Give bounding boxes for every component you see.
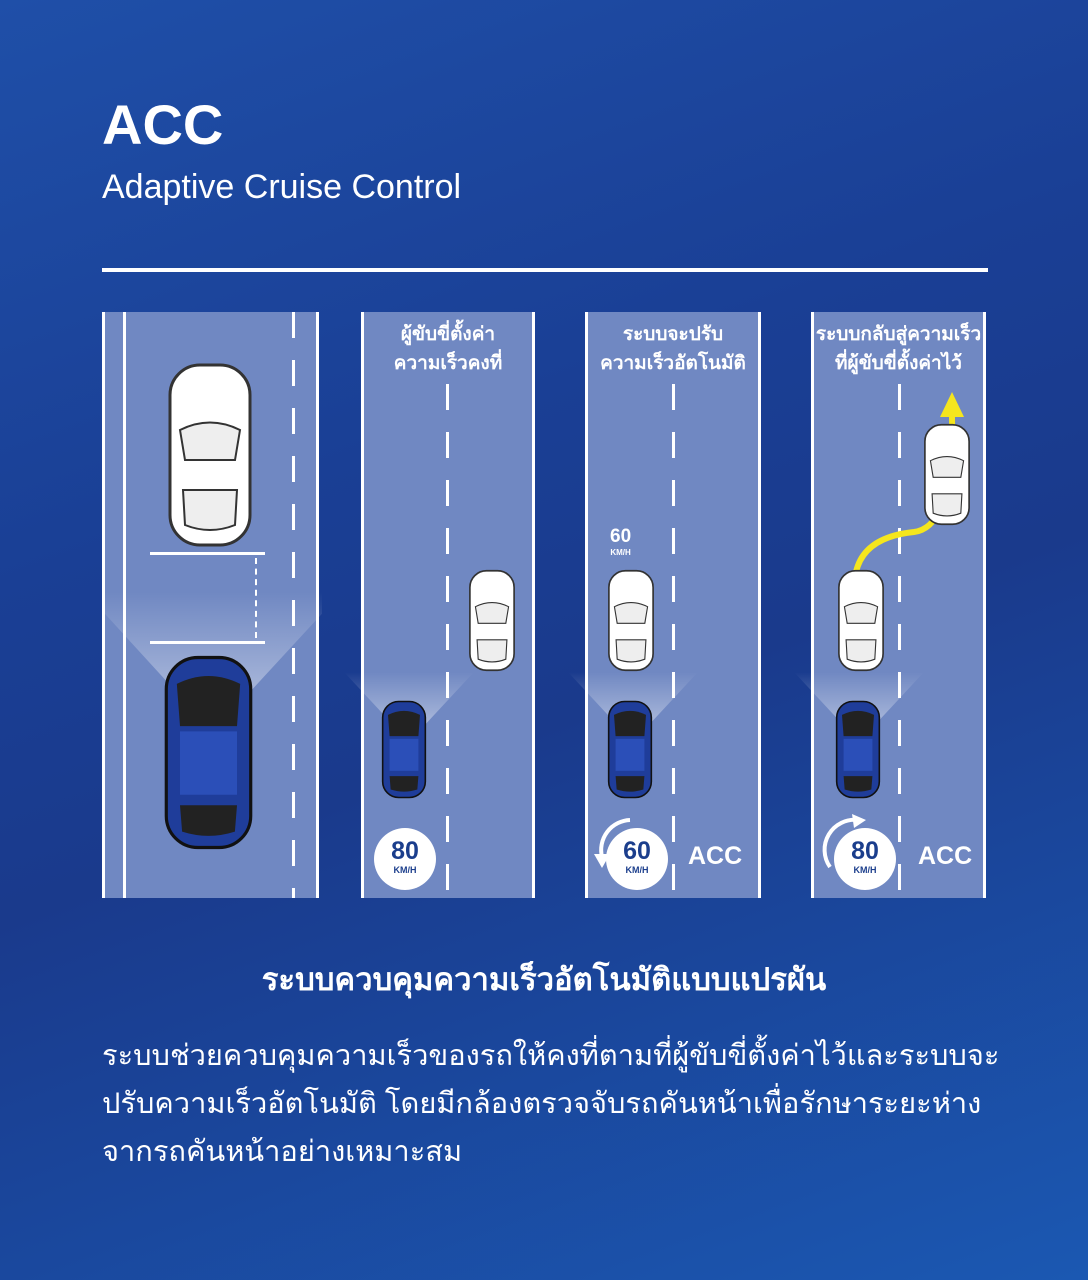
own-car-icon: [380, 697, 428, 802]
panel-caption: ระบบจะปรับความเร็วอัตโนมัติ: [600, 324, 746, 374]
section-heading: ระบบควบคุมความเร็วอัตโนมัติแบบแปรผัน: [261, 962, 827, 997]
front-car-icon: [467, 568, 517, 673]
own-car-following-icon: [836, 568, 886, 673]
own-car-icon: [606, 697, 654, 802]
panel-resume-speed: ระบบกลับสู่ความเร็วที่ผู้ขับขี่ตั้งค่าไว…: [794, 312, 986, 898]
page-subtitle: Adaptive Cruise Control: [102, 168, 462, 206]
acc-label: ACC: [688, 842, 743, 870]
panel-following-distance: [102, 312, 322, 898]
lane-marking: [672, 384, 675, 898]
page-title: ACC: [102, 93, 224, 156]
front-car-icon: [922, 422, 972, 527]
panel-caption: ผู้ขับขี่ตั้งค่าความเร็วคงที่: [393, 324, 503, 374]
panel-caption: ระบบกลับสู่ความเร็วที่ผู้ขับขี่ตั้งค่าไว…: [815, 324, 982, 374]
own-car-icon: [834, 697, 882, 802]
distance-line: [150, 552, 265, 555]
description-text: ระบบช่วยควบคุมความเร็วของรถให้คงที่ตามที…: [102, 1040, 1000, 1168]
front-car-icon: [165, 360, 255, 550]
lane-marking: [898, 384, 901, 898]
acc-label: ACC: [918, 842, 973, 870]
accelerate-arrow-icon: [822, 814, 866, 869]
front-car-icon: [606, 568, 656, 673]
divider: [102, 268, 988, 272]
own-car-icon: [161, 650, 256, 855]
lane-marking: [446, 384, 449, 898]
